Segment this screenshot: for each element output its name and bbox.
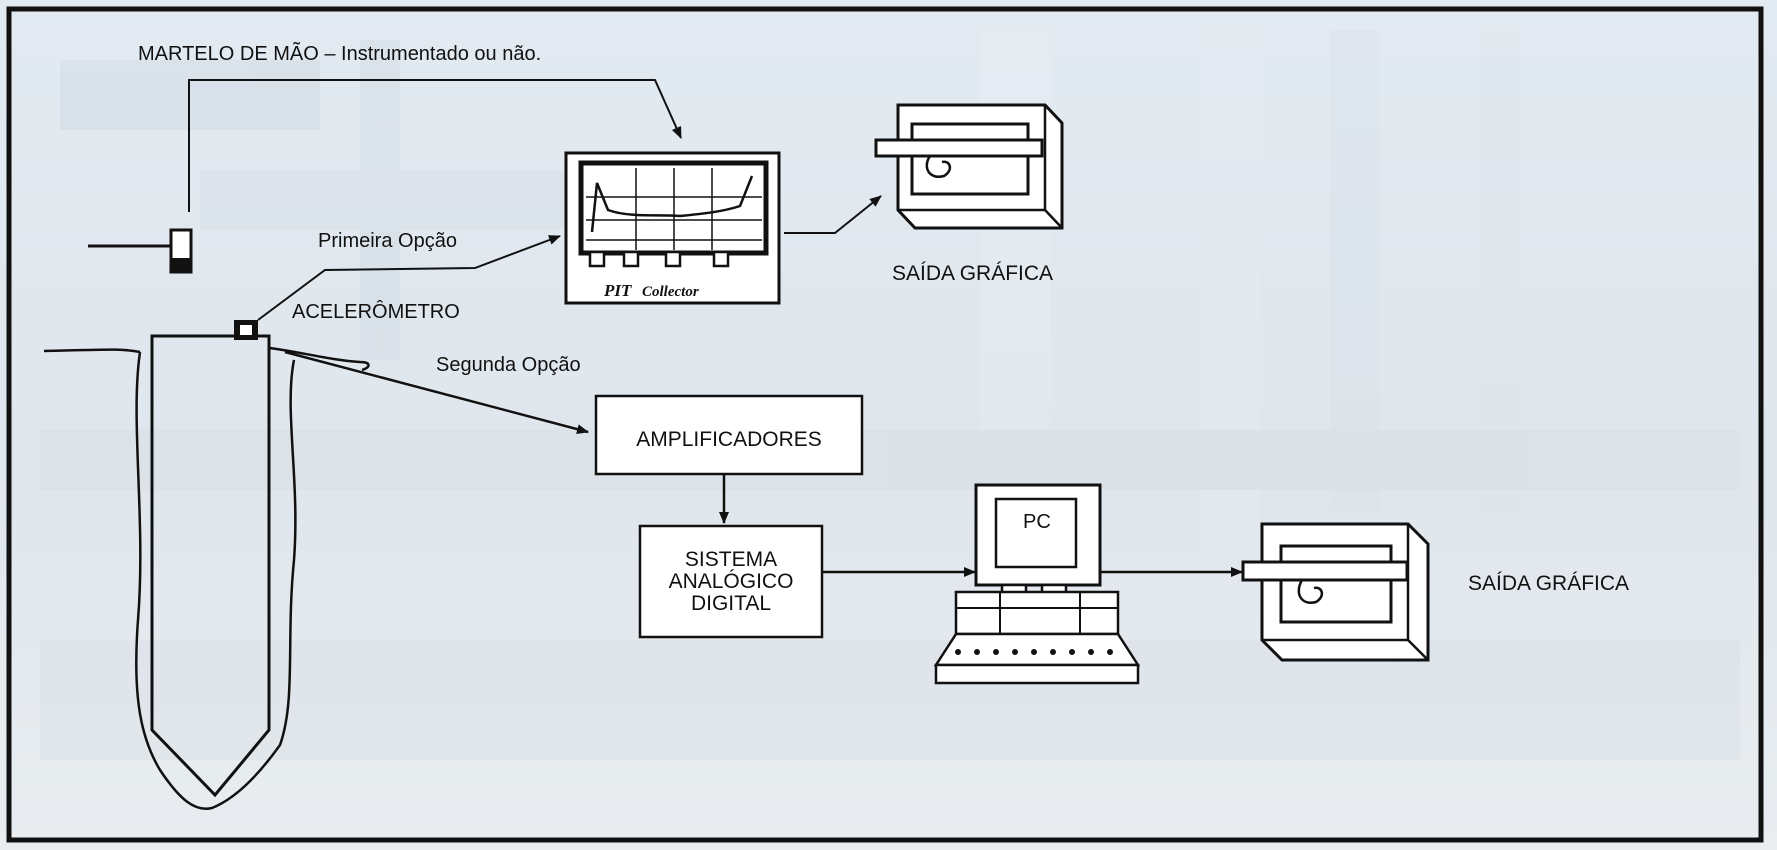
second-option-cable	[284, 350, 589, 435]
hammer-cable-line	[188, 79, 682, 212]
accelerometer-label: ACELERÔMETRO	[292, 300, 460, 323]
second-option-label: Segunda Opção	[436, 354, 581, 376]
hand-hammer	[88, 228, 193, 274]
hammer-label: MARTELO DE MÃO – Instrumentado ou não.	[138, 41, 541, 65]
pit-brand-label: PIT	[603, 281, 632, 300]
pile-shaft	[43, 334, 370, 810]
outer-frame	[6, 6, 1764, 843]
pit-collector-device: PIT Collector	[564, 151, 781, 305]
graphic-output-top-printer	[874, 103, 1064, 230]
pc-label: PC	[1023, 511, 1051, 533]
amplifiers-box	[594, 394, 864, 476]
ad-system-line2: ANALÓGICO	[669, 570, 794, 593]
accelerometer-sensor	[234, 320, 258, 340]
pit-model-label: Collector	[642, 284, 699, 300]
first-option-label: Primeira Opção	[318, 230, 457, 252]
first-option-cable	[257, 235, 561, 321]
pit-to-output-line	[784, 195, 882, 234]
amplifiers-label: AMPLIFICADORES	[636, 428, 822, 451]
graphic-output-top-label: SAÍDA GRÁFICA	[892, 262, 1053, 285]
pc-computer-icon: PC	[933, 483, 1141, 685]
graphic-output-bottom-printer	[1241, 522, 1430, 662]
graphic-output-bottom-label: SAÍDA GRÁFICA	[1468, 572, 1629, 595]
ad-system-box	[638, 524, 824, 639]
ad-system-line3: DIGITAL	[691, 592, 771, 615]
ad-system-line1: SISTEMA	[685, 548, 777, 571]
